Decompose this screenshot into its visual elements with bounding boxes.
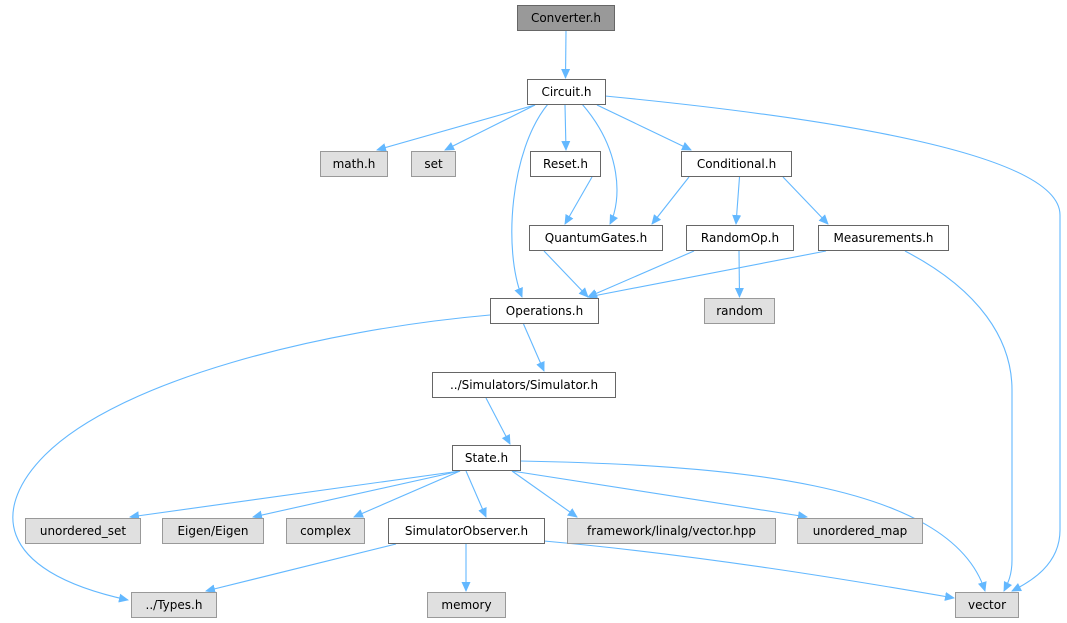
- node-label: set: [424, 157, 443, 171]
- node-box: [686, 225, 794, 251]
- node-simobserver[interactable]: SimulatorObserver.h: [388, 518, 545, 544]
- edge-quantumgates-to-operations: [543, 250, 589, 298]
- edge-conditional-to-quantumgates: [651, 176, 690, 225]
- node-vector: vector: [955, 592, 1019, 618]
- node-simulator[interactable]: ../Simulators/Simulator.h: [432, 372, 616, 398]
- node-eigen: Eigen/Eigen: [162, 518, 264, 544]
- node-label: vector: [968, 598, 1006, 612]
- node-label: Reset.h: [543, 157, 588, 171]
- edge-state-to-unordered_map: [511, 470, 808, 521]
- node-box: [388, 518, 545, 544]
- node-memory: memory: [427, 592, 506, 618]
- node-label: Converter.h: [531, 11, 601, 25]
- node-reset[interactable]: Reset.h: [530, 151, 601, 177]
- node-operations[interactable]: Operations.h: [490, 298, 599, 324]
- edge-state-to-simobserver: [465, 470, 487, 518]
- node-box: [427, 592, 506, 618]
- node-box: [527, 79, 606, 105]
- edge-operations-to-simulator: [522, 323, 545, 372]
- edge-circuit-to-set: [444, 104, 536, 151]
- node-label: ../Simulators/Simulator.h: [450, 378, 598, 392]
- node-measurements[interactable]: Measurements.h: [818, 225, 949, 251]
- node-box: [517, 5, 615, 31]
- edge-simobserver-to-types: [205, 543, 397, 594]
- node-label: random: [716, 304, 763, 318]
- node-set: set: [411, 151, 456, 177]
- edge-conditional-to-randomop: [732, 176, 742, 225]
- edge-circuit-to-math: [376, 104, 536, 152]
- node-unordered_set: unordered_set: [25, 518, 141, 544]
- edge-state-to-vector: [519, 460, 987, 592]
- edge-state-to-eigen: [252, 470, 461, 520]
- node-math: math.h: [320, 151, 388, 177]
- node-box: [955, 592, 1019, 618]
- node-box: [286, 518, 365, 544]
- edge-randomop-to-random: [734, 250, 744, 298]
- node-box: [452, 445, 521, 471]
- node-box: [411, 151, 456, 177]
- node-box: [704, 298, 775, 324]
- edge-state-to-complex: [353, 470, 461, 518]
- node-converter: Converter.h: [517, 5, 615, 31]
- node-unordered_map: unordered_map: [797, 518, 923, 544]
- node-box: [162, 518, 264, 544]
- node-box: [530, 151, 601, 177]
- node-label: State.h: [465, 451, 508, 465]
- edge-randomop-to-operations: [587, 250, 695, 298]
- edge-state-to-framework: [511, 470, 578, 518]
- edge-measurements-to-vector: [904, 250, 1013, 592]
- edge-simulator-to-state: [485, 397, 511, 445]
- node-randomop[interactable]: RandomOp.h: [686, 225, 794, 251]
- node-quantumgates[interactable]: QuantumGates.h: [529, 225, 663, 251]
- edge-operations-to-types: [12, 314, 491, 603]
- node-label: Operations.h: [506, 304, 583, 318]
- edge-measurements-to-operations: [587, 250, 827, 300]
- node-label: Measurements.h: [833, 231, 933, 245]
- edge-circuit-to-reset: [561, 104, 571, 151]
- node-state[interactable]: State.h: [452, 445, 521, 471]
- edge-converter-to-circuit: [561, 30, 571, 79]
- node-complex: complex: [286, 518, 365, 544]
- edge-circuit-to-conditional: [596, 104, 692, 151]
- node-types: ../Types.h: [131, 592, 217, 618]
- node-framework: framework/linalg/vector.hpp: [567, 518, 776, 544]
- node-box: [131, 592, 217, 618]
- node-box: [432, 372, 616, 398]
- node-label: ../Types.h: [146, 598, 203, 612]
- edge-circuit-to-vector: [604, 95, 1061, 592]
- node-label: unordered_map: [813, 524, 908, 538]
- node-circuit[interactable]: Circuit.h: [527, 79, 606, 105]
- node-box: [818, 225, 949, 251]
- edge-conditional-to-measurements: [782, 176, 829, 225]
- edge-simobserver-to-vector: [543, 540, 955, 601]
- node-label: framework/linalg/vector.hpp: [587, 524, 756, 538]
- node-label: Conditional.h: [697, 157, 776, 171]
- node-label: memory: [441, 598, 491, 612]
- node-box: [529, 225, 663, 251]
- node-box: [797, 518, 923, 544]
- node-random: random: [704, 298, 775, 324]
- node-label: unordered_set: [40, 524, 127, 538]
- node-box: [681, 151, 792, 177]
- node-box: [490, 298, 599, 324]
- node-label: math.h: [333, 157, 376, 171]
- node-box: [25, 518, 141, 544]
- edge-circuit-to-operations: [511, 103, 549, 298]
- edge-circuit-to-quantumgates: [581, 103, 619, 225]
- node-box: [567, 518, 776, 544]
- node-label: RandomOp.h: [701, 231, 779, 245]
- edge-state-to-unordered_set: [129, 470, 461, 521]
- node-conditional[interactable]: Conditional.h: [681, 151, 792, 177]
- node-label: QuantumGates.h: [545, 231, 647, 245]
- node-label: Circuit.h: [541, 85, 591, 99]
- node-label: SimulatorObserver.h: [405, 524, 528, 538]
- edge-reset-to-quantumgates: [564, 176, 593, 225]
- node-box: [320, 151, 388, 177]
- node-label: Eigen/Eigen: [177, 524, 248, 538]
- node-label: complex: [300, 524, 351, 538]
